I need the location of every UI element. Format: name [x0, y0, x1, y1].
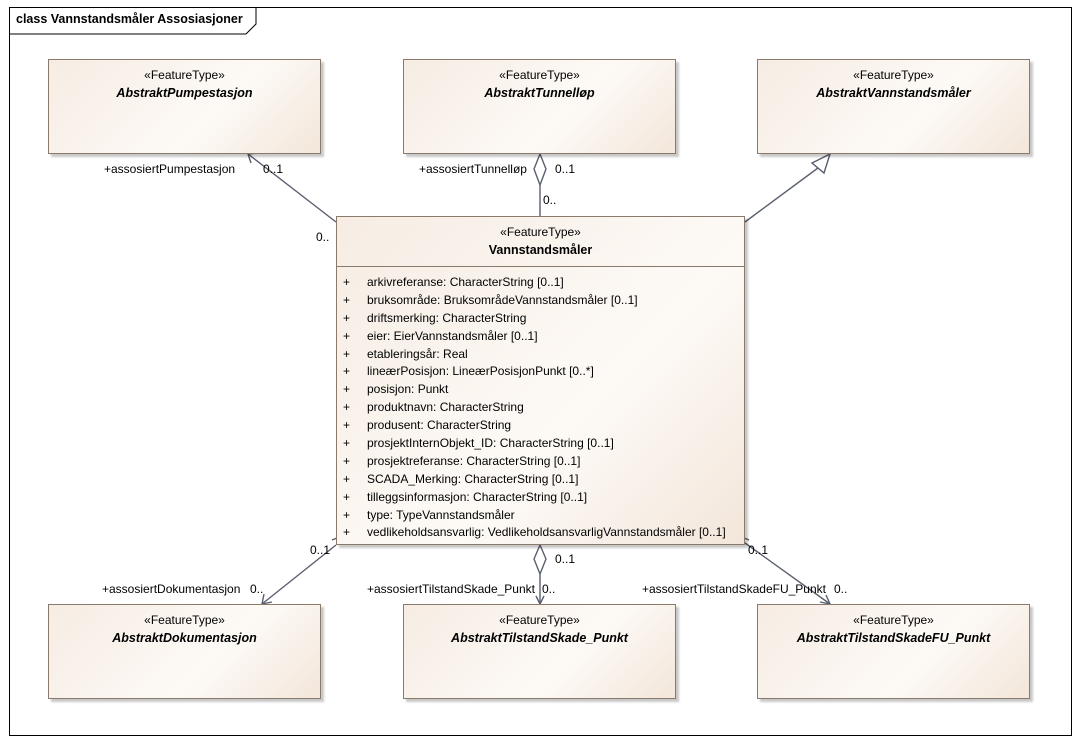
visibility-marker: +	[343, 346, 351, 361]
class-name: AbstraktDokumentasjon	[112, 631, 257, 645]
stereotype-label: «FeatureType»	[144, 613, 225, 627]
generalization-triangle	[810, 152, 832, 175]
class-name: Vannstandsmåler	[488, 243, 593, 257]
generalization-line	[744, 164, 823, 223]
role-label-tunnellop: +assosiertTunnelløp	[419, 162, 527, 176]
multiplicity-source-tunnellop: 0..	[543, 193, 557, 207]
visibility-marker: +	[343, 489, 351, 504]
attribute-text: prosjektreferanse: CharacterString [0..1…	[367, 453, 581, 468]
role-label-dokumentasjon: +assosiertDokumentasjon	[102, 582, 241, 596]
visibility-marker: +	[343, 310, 351, 325]
stereotype-label: «FeatureType»	[500, 225, 581, 239]
diagram-title: class Vannstandsmåler Assosiasjoner	[16, 12, 243, 26]
class-abstrakt-dokumentasjon[interactable]: «FeatureType» AbstraktDokumentasjon	[48, 604, 321, 699]
visibility-marker: +	[343, 328, 351, 343]
class-name: AbstraktTilstandSkade_Punkt	[451, 631, 628, 645]
attribute-row[interactable]: + produktnavn: CharacterString	[343, 399, 740, 417]
attribute-text: prosjektInternObjekt_ID: CharacterString…	[367, 436, 614, 451]
attribute-text: eier: EierVannstandsmåler [0..1]	[367, 328, 538, 343]
visibility-marker: +	[343, 382, 351, 397]
role-label-pumpestasjon: +assosiertPumpestasjon	[104, 162, 236, 176]
attribute-row[interactable]: + eier: EierVannstandsmåler [0..1]	[343, 328, 740, 346]
role-label-tilstandskadefu: +assosiertTilstandSkadeFU_Punkt	[642, 582, 826, 596]
frame-tab: class Vannstandsmåler Assosiasjoner	[10, 8, 257, 35]
attribute-text: lineærPosisjon: LineærPosisjonPunkt [0..…	[367, 364, 594, 379]
assoc-line-dokumentasjon	[261, 544, 337, 605]
class-abstrakt-tilstandskade-punkt[interactable]: «FeatureType» AbstraktTilstandSkade_Punk…	[403, 604, 676, 699]
multiplicity-tilstandskade: 0..	[542, 582, 556, 596]
attribute-row[interactable]: + bruksområde: BruksområdeVannstandsmåler…	[343, 292, 740, 310]
multiplicity-source-dokumentasjon: 0..1	[310, 543, 331, 557]
attribute-text: driftsmerking: CharacterString	[367, 310, 527, 325]
attribute-text: produsent: CharacterString	[367, 418, 512, 433]
multiplicity-tunnellop: 0..1	[555, 162, 576, 176]
diagram-frame: class Vannstandsmåler Assosiasjoner	[9, 7, 1072, 736]
visibility-marker: +	[343, 471, 351, 486]
multiplicity-tilstandskadefu: 0..	[834, 582, 848, 596]
visibility-marker: +	[343, 507, 351, 522]
attribute-row[interactable]: + type: TypeVannstandsmåler	[343, 507, 740, 525]
multiplicity-pumpestasjon: 0..1	[263, 162, 284, 176]
visibility-marker: +	[343, 436, 351, 451]
class-vannstandsmaler[interactable]: «FeatureType» Vannstandsmåler + arkivrefe…	[336, 216, 745, 545]
class-abstrakt-tunnellop[interactable]: «FeatureType» AbstraktTunnelløp	[403, 59, 676, 154]
frame-tab-outline	[10, 8, 257, 35]
stereotype-label: «FeatureType»	[499, 613, 580, 627]
multiplicity-dokumentasjon: 0..	[250, 582, 264, 596]
visibility-marker: +	[343, 364, 351, 379]
stereotype-label: «FeatureType»	[853, 613, 934, 627]
visibility-marker: +	[343, 292, 351, 307]
attribute-text: bruksområde: BruksområdeVannstandsmåler …	[367, 292, 638, 307]
stereotype-label: «FeatureType»	[144, 68, 225, 82]
role-label-tilstandskade: +assosiertTilstandSkade_Punkt	[367, 582, 535, 596]
attribute-text: etableringsår: Real	[367, 346, 468, 361]
attribute-row[interactable]: + posisjon: Punkt	[343, 381, 740, 399]
class-abstrakt-vannstandsmaler[interactable]: «FeatureType» AbstraktVannstandsmåler	[757, 59, 1030, 154]
stereotype-label: «FeatureType»	[499, 68, 580, 82]
attribute-row[interactable]: + produsent: CharacterString	[343, 417, 740, 435]
attribute-text: SCADA_Merking: CharacterString [0..1]	[367, 471, 579, 486]
multiplicity-source-tilstandskade: 0..1	[555, 552, 576, 566]
class-name: AbstraktPumpestasjon	[116, 86, 253, 100]
attribute-text: vedlikeholdsansvarlig: Vedlikeholdsansva…	[367, 525, 726, 540]
attribute-list: +arkivreferanse: CharacterString [0..1] …	[343, 274, 740, 542]
assoc-line-tilstandskadefu	[744, 542, 831, 605]
attribute-text: arkivreferanse: CharacterString [0..1]	[367, 275, 564, 289]
visibility-marker: +	[343, 275, 351, 289]
attribute-row[interactable]: + arkivreferanse: CharacterString [0..1]	[343, 274, 740, 292]
assoc-line-pumpestasjon	[247, 153, 337, 223]
attribute-row[interactable]: + etableringsår: Real	[343, 346, 740, 364]
stereotype-label: «FeatureType»	[853, 68, 934, 82]
attribute-text: tilleggsinformasjon: CharacterString [0.…	[367, 489, 588, 504]
attribute-row[interactable]: + lineærPosisjon: LineærPosisjonPunkt [0.…	[343, 363, 740, 381]
class-name: AbstraktTilstandSkadeFU_Punkt	[796, 631, 991, 645]
visibility-marker: +	[343, 400, 351, 415]
visibility-marker: +	[343, 453, 351, 468]
attribute-text: produktnavn: CharacterString	[367, 400, 524, 415]
attribute-row[interactable]: + prosjektInternObjekt_ID: CharacterStrin…	[343, 435, 740, 453]
aggregation-diamond-tunnellop	[533, 152, 547, 187]
class-name: AbstraktTunnelløp	[484, 86, 595, 100]
attribute-row[interactable]: + driftsmerking: CharacterString	[343, 310, 740, 328]
attribute-row[interactable]: + vedlikeholdsansvarlig: Vedlikeholdsansv…	[343, 524, 740, 542]
aggregation-diamond-tilstandskade	[533, 543, 547, 576]
attribute-row[interactable]: + SCADA_Merking: CharacterString [0..1]	[343, 471, 740, 489]
compartment-divider	[337, 266, 744, 267]
attribute-text: posisjon: Punkt	[367, 382, 449, 397]
visibility-marker: +	[343, 525, 351, 540]
class-abstrakt-pumpestasjon[interactable]: «FeatureType» AbstraktPumpestasjon	[48, 59, 321, 154]
attribute-row[interactable]: + prosjektreferanse: CharacterString [0..…	[343, 453, 740, 471]
class-name: AbstraktVannstandsmåler	[816, 86, 971, 100]
multiplicity-source-tilstandskadefu: 0..1	[748, 543, 769, 557]
class-abstrakt-tilstandskadefu-punkt[interactable]: «FeatureType» AbstraktTilstandSkadeFU_Pu…	[757, 604, 1030, 699]
attribute-text: type: TypeVannstandsmåler	[367, 507, 515, 522]
attribute-row[interactable]: + tilleggsinformasjon: CharacterString [0…	[343, 489, 740, 507]
visibility-marker: +	[343, 418, 351, 433]
multiplicity-source-pumpestasjon: 0..	[316, 230, 330, 244]
